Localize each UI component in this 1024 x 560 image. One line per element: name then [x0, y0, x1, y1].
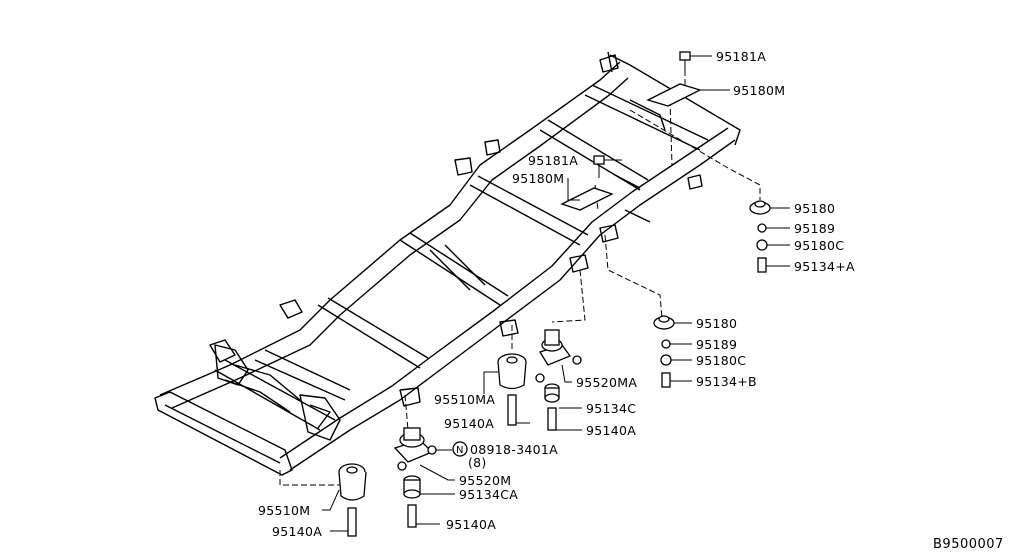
bolt-95140A-3 — [407, 504, 417, 528]
label-n-marker: N — [456, 445, 464, 456]
crossmember-2 — [399, 239, 501, 306]
front-bumper — [154, 391, 293, 476]
bolt-95140A-1 — [507, 394, 517, 426]
label-95134C: 95134C — [586, 401, 636, 416]
diagram-code: B9500007 — [933, 537, 1004, 552]
washer-95189-a — [757, 223, 767, 233]
label-95140A-2: 95140A — [586, 423, 636, 438]
spacer-95134CA — [403, 475, 421, 499]
bushing-95510MA — [497, 353, 527, 390]
label-95520M: 95520M — [459, 473, 511, 488]
washer-95189-b — [661, 339, 671, 349]
nut-95180C-a — [756, 239, 768, 251]
vehicle-frame — [154, 51, 741, 476]
bolt-95134pA — [757, 257, 767, 273]
label-95510MA: 95510MA — [434, 392, 495, 407]
label-08918-qty: (8) — [468, 455, 487, 470]
stack-b — [653, 315, 675, 388]
left-side-rail — [159, 61, 621, 396]
assembly-lines — [279, 70, 761, 486]
label-95520MA: 95520MA — [576, 375, 637, 390]
label-95140A-1: 95140A — [444, 416, 494, 431]
right-side-rail — [289, 139, 736, 471]
spacer-95134C — [544, 383, 560, 403]
label-95140A-4: 95140A — [272, 524, 322, 539]
label-95134CA: 95134CA — [459, 487, 518, 502]
label-95189-a: 95189 — [794, 221, 835, 236]
label-95134pB: 95134+B — [696, 374, 757, 389]
label-95180-b: 95180 — [696, 316, 737, 331]
n-marker-circle — [452, 441, 468, 457]
crossmember-3 — [469, 184, 581, 246]
label-95180C-b: 95180C — [696, 353, 746, 368]
bolt-95140A-2 — [547, 407, 557, 431]
bolt-95134pB — [661, 372, 671, 388]
crossmember-1 — [317, 304, 421, 369]
label-08918-3401A: 08918-3401A — [470, 442, 558, 457]
label-95180C-a: 95180C — [794, 238, 844, 253]
stack-a — [749, 200, 771, 273]
part-labels: 95181A 95180M 95181A 95180M 95180 95189 … — [258, 49, 1004, 552]
label-95180M-mid: 95180M — [512, 171, 564, 186]
mount-95520MA — [535, 329, 582, 383]
bolt-95140A-4 — [347, 507, 357, 537]
label-95181A-top: 95181A — [716, 49, 766, 64]
label-95180-a: 95180 — [794, 201, 835, 216]
mount-95520M — [393, 427, 437, 471]
label-95180M-top: 95180M — [733, 83, 785, 98]
label-95510M: 95510M — [258, 503, 310, 518]
leader-lines — [322, 55, 790, 532]
bolt-95181A-top — [679, 51, 691, 72]
nut-95180C-b — [660, 354, 672, 366]
label-95140A-3: 95140A — [446, 517, 496, 532]
bushing-95510M — [338, 463, 367, 501]
pad-95180M-top — [646, 83, 702, 107]
label-95189-b: 95189 — [696, 337, 737, 352]
pad-95180M-mid — [560, 187, 614, 211]
label-95134pA: 95134+A — [794, 259, 855, 274]
label-95181A-mid: 95181A — [528, 153, 578, 168]
